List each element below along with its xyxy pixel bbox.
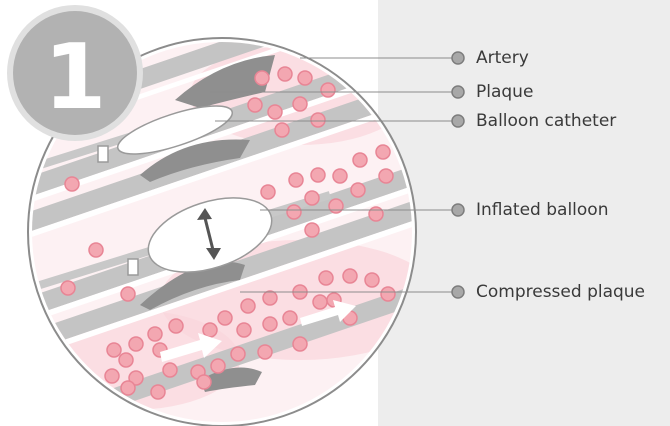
- leader-dot-balloon-catheter: [452, 115, 464, 127]
- step-number: 1: [44, 25, 107, 130]
- leader-dot-compressed-plaque: [452, 286, 464, 298]
- label-balloon-catheter: Balloon catheter: [476, 113, 616, 130]
- label-artery: Artery: [476, 50, 529, 67]
- step-number-badge: 1: [7, 5, 143, 141]
- leader-dot-plaque: [452, 86, 464, 98]
- label-plaque: Plaque: [476, 84, 533, 101]
- leader-dot-artery: [452, 52, 464, 64]
- leader-dot-inflated-balloon: [452, 204, 464, 216]
- label-compressed-plaque: Compressed plaque: [476, 284, 645, 301]
- label-inflated-balloon: Inflated balloon: [476, 202, 608, 219]
